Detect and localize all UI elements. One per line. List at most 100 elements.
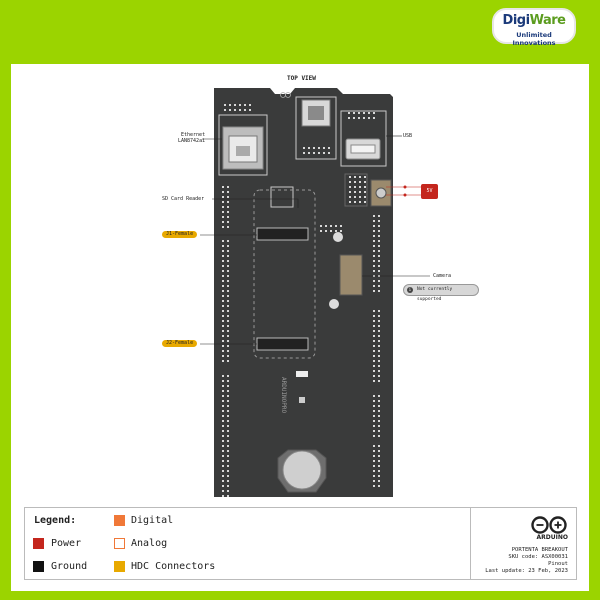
pin [364, 191, 366, 193]
pin [222, 350, 224, 352]
pin [227, 470, 229, 472]
pin [378, 245, 380, 247]
pin [373, 270, 375, 272]
pin [244, 109, 246, 111]
pin [378, 375, 380, 377]
info-icon: i [407, 287, 413, 293]
pin [378, 345, 380, 347]
pin [378, 420, 380, 422]
pin [378, 455, 380, 457]
pin [349, 181, 351, 183]
pin [222, 415, 224, 417]
pin [363, 112, 365, 114]
pin [227, 305, 229, 307]
pin [378, 465, 380, 467]
pin [353, 112, 355, 114]
hdc-swatch [114, 561, 125, 572]
pin [378, 250, 380, 252]
pin [349, 176, 351, 178]
pin [373, 315, 375, 317]
last-update: Last update: 23 Feb, 2023 [485, 568, 568, 574]
pin [227, 405, 229, 407]
pin [373, 260, 375, 262]
pin [227, 196, 229, 198]
pin [354, 176, 356, 178]
pin [354, 181, 356, 183]
pin [373, 430, 375, 432]
pin [227, 260, 229, 262]
usb-label: USB [403, 133, 413, 139]
pin [222, 320, 224, 322]
pin [373, 365, 375, 367]
j2-connector [256, 337, 309, 351]
pin [364, 176, 366, 178]
pin [222, 435, 224, 437]
pin [378, 425, 380, 427]
pin [378, 280, 380, 282]
pin [222, 465, 224, 467]
camera-module [339, 254, 363, 296]
pin [378, 220, 380, 222]
pin [378, 380, 380, 382]
pin [227, 226, 229, 228]
pin [378, 230, 380, 232]
pin [222, 455, 224, 457]
pin [318, 147, 320, 149]
pin [227, 335, 229, 337]
pin [222, 485, 224, 487]
pin [227, 320, 229, 322]
pin [335, 230, 337, 232]
pin [378, 225, 380, 227]
pin [354, 191, 356, 193]
pin [227, 425, 229, 427]
pin [378, 470, 380, 472]
arduino-brand: ARDUINO [536, 534, 568, 541]
pin [227, 191, 229, 193]
pin [222, 196, 224, 198]
pin [373, 325, 375, 327]
pin [328, 152, 330, 154]
pin [222, 221, 224, 223]
pin [222, 460, 224, 462]
pin [378, 370, 380, 372]
pin [227, 250, 229, 252]
product-name: PORTENTA BREAKOUT [511, 547, 568, 553]
pin [378, 475, 380, 477]
pin [373, 445, 375, 447]
pin [354, 196, 356, 198]
pin [373, 455, 375, 457]
pin [373, 220, 375, 222]
pin [378, 460, 380, 462]
pin [227, 490, 229, 492]
pin [227, 245, 229, 247]
pin [373, 470, 375, 472]
doc-type: Pinout [548, 561, 568, 567]
pin [222, 285, 224, 287]
pin [340, 230, 342, 232]
pin [378, 265, 380, 267]
pin [368, 112, 370, 114]
pin [378, 430, 380, 432]
pin [373, 345, 375, 347]
pin [227, 390, 229, 392]
pin [224, 104, 226, 106]
sd-card-outline [295, 96, 337, 160]
pin [330, 230, 332, 232]
pin [378, 215, 380, 217]
pin [227, 435, 229, 437]
hdc-region [253, 189, 316, 359]
pin [227, 206, 229, 208]
pin [378, 485, 380, 487]
pin [325, 225, 327, 227]
pin [222, 226, 224, 228]
pin [227, 475, 229, 477]
sd-card-label: SD Card Reader [162, 196, 205, 202]
pin [373, 285, 375, 287]
pin [354, 201, 356, 203]
pin [349, 196, 351, 198]
pin [308, 147, 310, 149]
pin [222, 245, 224, 247]
pin [373, 400, 375, 402]
